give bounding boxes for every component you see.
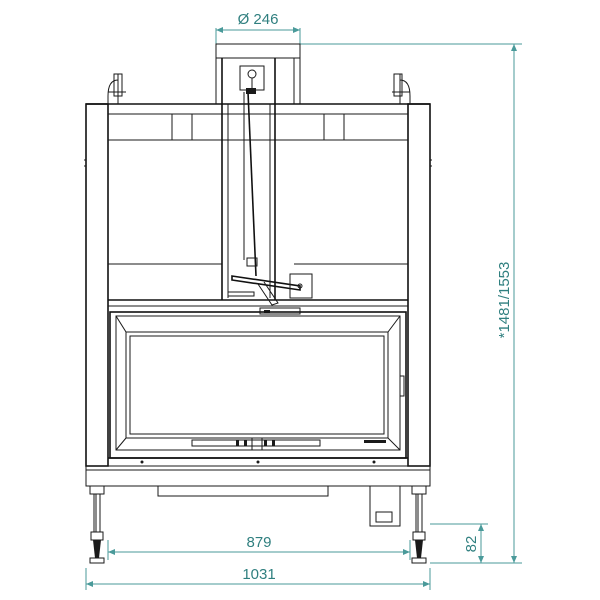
base-plinth xyxy=(85,457,431,527)
dimension-inner-width: 879 xyxy=(107,534,411,560)
flue-collar xyxy=(215,43,301,105)
dimension-total-width: 1031 xyxy=(85,566,431,590)
flue-duct xyxy=(221,58,276,300)
total-height-label: *1481/1553 xyxy=(496,262,513,339)
adjustable-foot-left xyxy=(89,485,105,564)
damper-mechanism xyxy=(227,65,313,315)
total-width-label: 1031 xyxy=(242,566,275,583)
dimension-flue-diameter: Ø 246 xyxy=(215,11,301,56)
fire-door xyxy=(109,311,407,459)
flue-diameter-label: Ø 246 xyxy=(238,11,279,28)
dimension-total-height: *1481/1553 xyxy=(300,43,522,564)
foot-height-label: 82 xyxy=(463,536,480,553)
dimension-foot-height: 82 xyxy=(430,523,488,563)
door-handle-bar xyxy=(191,437,386,451)
inner-width-label: 879 xyxy=(246,534,271,551)
adjustable-foot-right xyxy=(411,485,427,564)
fireplace-frame xyxy=(84,73,432,467)
